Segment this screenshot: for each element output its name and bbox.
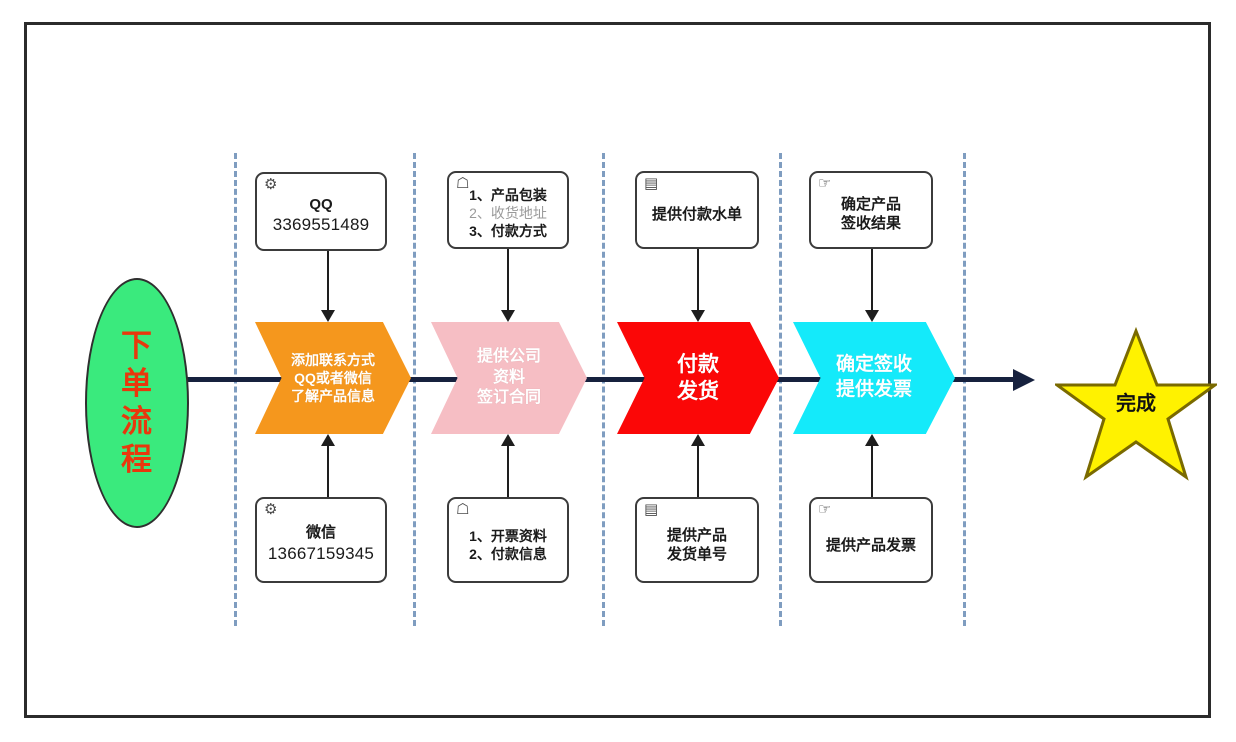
stage-3-top-box[interactable]: ▤ 提供付款水单 — [635, 171, 759, 249]
stage-2-chevron-line-3: 签订合同 — [476, 389, 541, 407]
gears-icon: ⚙ — [264, 501, 278, 518]
pointing-hand-icon: ☞ — [818, 501, 832, 518]
start-node-label: 下 单 流 程 — [121, 327, 153, 478]
stage-1-top-box[interactable]: ⚙ QQ 3369551489 — [255, 172, 387, 251]
stage-4-top-connector — [871, 249, 873, 314]
stage-separator-5 — [963, 153, 966, 626]
stage-1-bottom-arrowhead — [321, 434, 335, 446]
stage-2-bottom-arrowhead — [501, 434, 515, 446]
stage-4-bottom-arrowhead — [865, 434, 879, 446]
stage-1-bottom-connector — [327, 446, 329, 500]
stage-1-chevron-line-2: QQ或者微信 — [294, 369, 372, 386]
stage-2-top-box[interactable]: ☖ 1、产品包装 2、收货地址 3、付款方式 — [447, 171, 569, 249]
stage-3-top-line-1: 提供付款水单 — [651, 206, 742, 224]
stage-2-top-line-1: 1、产品包装 — [469, 186, 547, 203]
flow-arrow-to-end — [1013, 369, 1035, 391]
stage-1-chevron-label: 添加联系方式 QQ或者微信 了解产品信息 — [291, 351, 375, 406]
end-star[interactable]: 完成 — [1052, 326, 1220, 483]
stage-1-top-connector — [327, 251, 329, 314]
stage-4-top-line-2: 签收结果 — [840, 215, 901, 232]
stage-2-chevron-line-1: 提供公司 — [476, 347, 541, 365]
stage-2-bottom-line-1: 1、开票资料 — [469, 527, 547, 544]
stage-2-top-connector — [507, 249, 509, 314]
stage-separator-4 — [779, 153, 782, 626]
stage-3-chevron-label: 付款 发货 — [677, 351, 719, 406]
stage-3-bottom-line-2: 发货单号 — [666, 546, 727, 563]
stage-3-top-connector — [697, 249, 699, 314]
stage-2-bottom-connector — [507, 446, 509, 500]
stage-2-top-arrowhead — [501, 310, 515, 322]
person-icon: ☖ — [456, 175, 470, 192]
stage-3-chevron-line-1: 付款 — [677, 352, 719, 376]
stage-1-chevron-line-3: 了解产品信息 — [291, 388, 375, 405]
stage-4-bottom-line-1: 提供产品发票 — [825, 537, 916, 555]
stage-1-top-arrowhead — [321, 310, 335, 322]
stage-3-chevron-line-2: 发货 — [677, 380, 719, 403]
start-label-char-4: 程 — [121, 441, 153, 477]
stage-separator-1 — [234, 153, 237, 626]
stage-4-chevron-line-2: 提供发票 — [835, 379, 912, 400]
stage-1-bottom-line-1: 微信 — [305, 524, 336, 542]
start-node[interactable]: 下 单 流 程 — [85, 278, 189, 528]
stage-4-bottom-box[interactable]: ☞ 提供产品发票 — [809, 497, 933, 583]
stage-4-top-box[interactable]: ☞ 确定产品 签收结果 — [809, 171, 933, 249]
stage-2-bottom-line-2: 2、付款信息 — [469, 546, 547, 562]
start-label-char-1: 下 — [121, 328, 153, 364]
start-label-char-2: 单 — [121, 366, 153, 402]
stage-2-top-line-3: 3、付款方式 — [469, 223, 547, 240]
stage-separator-3 — [602, 153, 605, 626]
stage-2-chevron-line-2: 资料 — [492, 368, 525, 386]
stage-1-top-line-2: 3369551489 — [272, 215, 370, 235]
diagram-frame: 下 单 流 程 ⚙ QQ 3369551489 添加联系方式 QQ或者微信 了解… — [24, 22, 1220, 718]
stage-3-top-arrowhead — [691, 310, 705, 322]
start-label-char-3: 流 — [121, 404, 153, 439]
stage-separator-2 — [413, 153, 416, 626]
stage-1-bottom-box[interactable]: ⚙ 微信 13667159345 — [255, 497, 387, 583]
stage-3-bottom-line-1: 提供产品 — [666, 526, 727, 544]
stage-1-chevron-line-1: 添加联系方式 — [291, 351, 375, 368]
stage-4-chevron-label: 确定签收 提供发票 — [836, 353, 912, 402]
stage-2-top-line-2: 2、收货地址 — [469, 204, 547, 221]
stage-2-bottom-box[interactable]: ☖ 1、开票资料 2、付款信息 — [447, 497, 569, 583]
stage-3-bottom-box[interactable]: ▤ 提供产品 发货单号 — [635, 497, 759, 583]
stage-1-top-line-1: QQ — [309, 195, 333, 213]
stage-4-top-arrowhead — [865, 310, 879, 322]
list-document-icon: ▤ — [644, 501, 659, 518]
pointing-hand-icon: ☞ — [818, 175, 832, 192]
stage-4-top-line-1: 确定产品 — [840, 195, 901, 213]
star-shape — [1052, 326, 1220, 481]
list-document-icon: ▤ — [644, 175, 659, 192]
gears-icon: ⚙ — [264, 176, 278, 193]
stage-2-chevron-label: 提供公司 资料 签订合同 — [477, 347, 541, 409]
stage-3-bottom-connector — [697, 446, 699, 500]
stage-4-chevron-line-1: 确定签收 — [835, 354, 912, 376]
stage-3-bottom-arrowhead — [691, 434, 705, 446]
stage-1-bottom-line-2: 13667159345 — [267, 543, 375, 563]
stage-4-bottom-connector — [871, 446, 873, 500]
person-icon: ☖ — [456, 501, 470, 518]
